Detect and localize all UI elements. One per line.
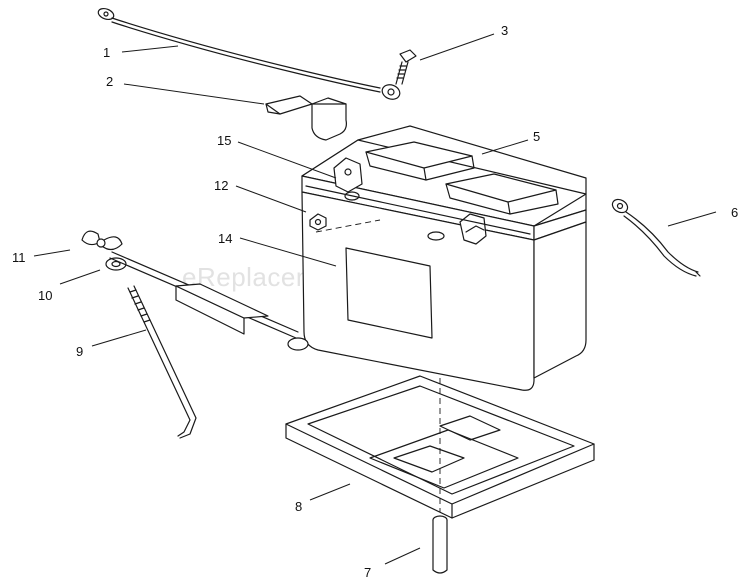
part-5-battery [301, 125, 587, 391]
part-12-nut [309, 213, 327, 231]
part-2-terminal-boot [265, 95, 347, 141]
center-line [315, 219, 381, 233]
callout-15: 15 [217, 133, 231, 148]
part-11-wing-nut [81, 230, 123, 251]
callout-10: 10 [38, 288, 52, 303]
part-8-battery-tray [285, 375, 595, 519]
leader-lines [33, 33, 717, 565]
callout-8: 8 [295, 499, 302, 514]
callout-5: 5 [533, 129, 540, 144]
part-6-battery-cable [611, 198, 701, 277]
callout-7: 7 [364, 565, 371, 580]
callout-numbers: 1 2 3 5 6 7 8 9 10 11 12 14 15 [12, 23, 738, 580]
callout-11: 11 [12, 250, 26, 265]
callout-2: 2 [106, 74, 113, 89]
part-15-terminal-clamp [333, 157, 363, 193]
callout-6: 6 [731, 205, 738, 220]
part-3-bolt [395, 49, 417, 85]
part-1-battery-cable [97, 7, 401, 100]
callout-14: 14 [218, 231, 232, 246]
part-7-spacer [432, 515, 448, 574]
part-10-washer [105, 257, 127, 271]
callout-1: 1 [103, 45, 110, 60]
callout-12: 12 [214, 178, 228, 193]
part-9-j-bolt [127, 285, 197, 439]
callout-9: 9 [76, 344, 83, 359]
part-14-hold-down-bar [109, 251, 309, 351]
callout-3: 3 [501, 23, 508, 38]
